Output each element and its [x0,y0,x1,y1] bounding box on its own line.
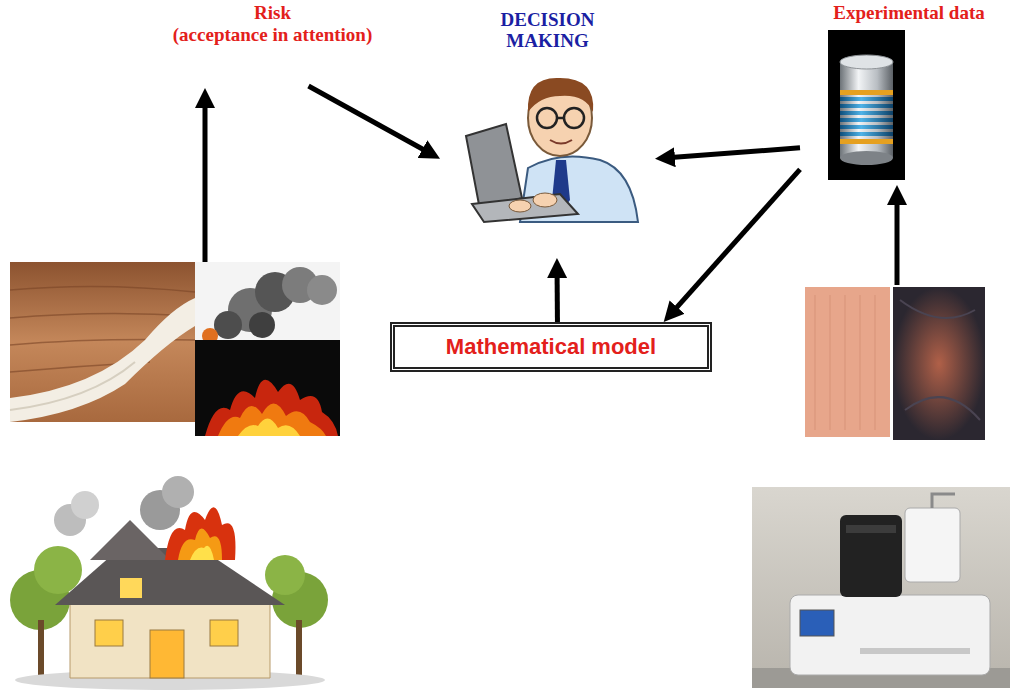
decision-maker: DECISION MAKING [440,10,655,258]
material-samples [805,287,985,440]
person-at-laptop [550,140,572,144]
node-subheading: (acceptance in attention) [173,24,372,46]
node-heading: DECISION MAKING [483,10,613,52]
lab-instrument [752,487,1010,688]
person-at-laptop [509,200,531,212]
burning-house [296,620,302,675]
database-icon [840,104,893,108]
person-at-laptop [466,78,638,222]
database-icon [840,111,893,115]
up-arrow [203,104,208,262]
flow-arrow [555,274,560,322]
burning-house [38,620,44,675]
material-samples [900,300,980,420]
database-icon [828,30,905,180]
lab-instrument [860,648,970,654]
fire-photo [218,403,326,436]
flow-arrow [309,86,427,151]
database-icon [840,55,893,69]
burning-house [150,630,184,678]
material-samples [815,295,875,430]
node-heading: Mathematical model [446,335,656,359]
burning-house [210,620,238,646]
burning-house [70,600,270,678]
lab-instrument [905,508,960,582]
material-samples [893,287,985,440]
burning-house [71,491,99,519]
wood-panel [10,262,195,422]
person-at-laptop [537,108,557,128]
database-icon [840,125,893,129]
node-heading: Risk [254,2,291,24]
database-icon [840,97,893,101]
person-at-laptop [472,194,578,222]
wood-panel [10,362,135,410]
database-icon [840,139,893,144]
node-heading: Experimental data [833,2,984,24]
burning-house [190,546,214,560]
burning-house [162,476,194,508]
person-at-laptop [557,117,564,120]
burning-house [10,476,328,690]
smoke-photo [249,312,275,338]
smoke-photo [214,311,242,339]
lab-instrument [932,494,955,508]
risk-heading: Risk(acceptance in attention) [160,2,385,86]
database-icon [840,132,893,136]
lab-instrument [840,515,902,597]
person-at-laptop [533,193,557,207]
up-arrow [895,201,900,285]
burning-house [95,620,123,646]
data-source: Experimental data [800,2,1018,182]
lab-instrument [800,610,834,636]
material-samples [805,287,890,437]
flow-arrow [674,169,800,310]
model-box: Mathematical model [390,322,712,372]
fire-photo [195,340,340,436]
smoke-photo [307,275,337,305]
database-icon [840,62,893,158]
lab-instrument [846,525,896,533]
database-icon [828,30,905,180]
smoke-photo [195,262,340,340]
flow-arrow [671,148,800,158]
fire-photo [238,418,300,436]
person-at-laptop [528,78,593,112]
burning-house [34,546,82,594]
person-at-laptop [564,108,584,128]
fire-photo [195,340,340,436]
database-icon [840,151,893,165]
lab-instrument [752,487,1010,688]
burning-house [178,528,222,560]
wood-panel [10,298,195,422]
lab-instrument [790,595,990,675]
database-icon [840,90,893,95]
database-icon [840,118,893,122]
burning-house [165,507,235,560]
burning-house [120,578,142,598]
wood-panel [10,262,195,422]
person-at-laptop [466,124,522,210]
smoke-photo [195,262,340,344]
fire-photo [205,380,338,436]
burning-house [265,555,305,595]
